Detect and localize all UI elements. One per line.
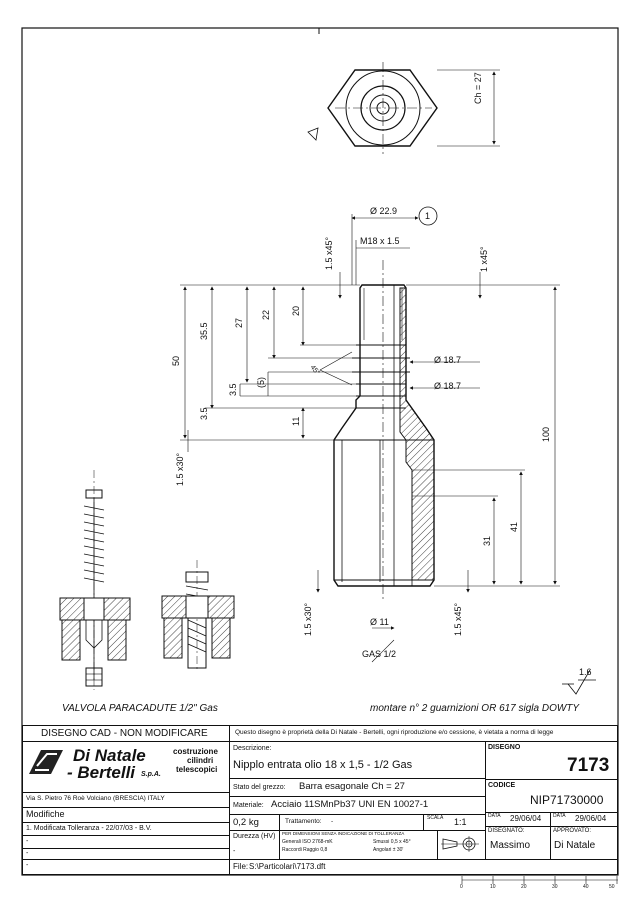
dim-20: 20 xyxy=(291,305,301,316)
ruler-label: 50 xyxy=(609,884,615,890)
dim-dia-18-7-a: Ø 18.7 xyxy=(434,355,462,365)
scale-ruler xyxy=(461,876,618,884)
ruler-label: 40 xyxy=(583,884,589,890)
item-balloon xyxy=(418,206,438,226)
nipple-section-view xyxy=(319,260,435,600)
materiale-label: Materiale: xyxy=(233,802,264,809)
dim-chamfer-bot-left: 1.5 x30° xyxy=(303,602,313,636)
durezza-value: - xyxy=(233,848,236,855)
data-value-2: 29/06/04 xyxy=(575,814,607,823)
disegno-number: 7173 xyxy=(567,755,610,776)
file-value: S:\Particolari\7173.dft xyxy=(249,862,326,871)
company-activity-2: cilindri xyxy=(187,756,214,765)
title-block: DISEGNO CAD - NON MODIFICARE Questo dise… xyxy=(22,725,618,875)
dim-100: 100 xyxy=(541,426,551,442)
stato-value: Barra esagonale Ch = 27 xyxy=(299,781,405,792)
modifica-row: - xyxy=(26,862,29,869)
valve-assembly-view xyxy=(59,470,235,690)
dimension-lines xyxy=(180,214,560,663)
data-label-2: DATA xyxy=(553,813,566,819)
dim-41: 41 xyxy=(509,521,519,532)
cad-notice: DISEGNO CAD - NON MODIFICARE xyxy=(41,728,208,739)
surface-finish-value: 1.6 xyxy=(579,667,592,677)
dim-3-5-a: 3.5 xyxy=(228,383,238,396)
modifiche-label: Modifiche xyxy=(26,809,65,819)
valve-caption: VALVOLA PARACADUTE 1/2" Gas xyxy=(62,703,218,714)
company-address: Via S. Pietro 76 Roè Volciano (BRESCIA) … xyxy=(26,795,165,802)
modifica-row: - xyxy=(26,850,29,857)
dim-dia-top: Ø 22.9 xyxy=(370,206,398,216)
company-suffix: S.p.A. xyxy=(141,771,161,778)
disegnato-label: DISEGNATO: xyxy=(488,828,525,834)
approvato-value: Di Natale xyxy=(554,840,596,851)
dim-hex-flats: Ch = 27 xyxy=(473,72,483,104)
ownership-notice: Questo disegno è proprietà della Di Nata… xyxy=(235,729,554,736)
disegnato-value: Massimo xyxy=(490,840,531,851)
dim-chamfer-bot-right: 1.5 x45° xyxy=(453,602,463,636)
materiale-value: Acciaio 11SMnPb37 UNI EN 10027-1 xyxy=(271,799,429,810)
dim-35-5: 35.5 xyxy=(199,322,209,340)
dim-22: 22 xyxy=(261,309,271,320)
balloon-label: 1 xyxy=(425,211,431,221)
scala-value: 1:1 xyxy=(454,817,467,827)
dim-chamfer-top-left: 1.5 x45° xyxy=(324,236,334,270)
projection-symbol-icon xyxy=(441,836,479,852)
modifica-row: 1. Modificata Tolleranza - 22/07/03 - B.… xyxy=(26,825,152,832)
dim-dia-11: Ø 11 xyxy=(370,617,389,627)
hex-top-view xyxy=(307,62,500,154)
disegno-label: DISEGNO xyxy=(488,744,521,751)
scala-label: SCALA xyxy=(427,815,444,821)
tolerance-smussi: Smussi 0,5 x 45° xyxy=(373,839,411,845)
trattamento-value: - xyxy=(331,818,334,825)
descrizione-value: Nipplo entrata olio 18 x 1,5 - 1/2 Gas xyxy=(233,759,413,771)
assembly-note: montare n° 2 guarnizioni OR 617 sigla DO… xyxy=(370,703,580,714)
dim-5: (5) xyxy=(256,377,266,388)
codice-value: NIP71730000 xyxy=(530,793,604,807)
dim-31: 31 xyxy=(482,535,492,546)
tolerance-general: Generali ISO 2768-mK xyxy=(282,839,333,845)
surface-finish-symbol xyxy=(562,669,596,695)
dim-chamfer-top-right: 1 x45° xyxy=(479,246,489,272)
dim-50: 50 xyxy=(171,355,181,366)
company-logo-icon xyxy=(29,750,63,774)
data-value-1: 29/06/04 xyxy=(510,814,542,823)
dim-11: 11 xyxy=(291,416,301,426)
tolerance-title: PER DIMENSIONI SENZA INDICAZIONE DI TOLL… xyxy=(282,831,405,836)
descrizione-label: Descrizione: xyxy=(233,745,272,752)
file-label: File: xyxy=(233,862,249,871)
durezza-label: Durezza (HV) xyxy=(233,833,276,840)
dim-27: 27 xyxy=(234,317,244,328)
company-name-2: - Bertelli xyxy=(67,763,136,782)
modifica-row: - xyxy=(26,838,29,845)
dim-chamfer-mid-left: 1.5 x30° xyxy=(175,452,185,486)
ruler-label: 30 xyxy=(552,884,558,890)
approvato-label: APPROVATO: xyxy=(553,828,592,834)
sheet-border xyxy=(21,27,619,876)
tolerance-angolari: Angolari ± 30' xyxy=(373,847,404,853)
peso-value: 0,2 kg xyxy=(233,817,259,828)
codice-label: CODICE xyxy=(488,782,516,789)
ruler-label: 20 xyxy=(521,884,527,890)
dim-gas: GAS 1/2 xyxy=(362,649,397,659)
company-name-1: Di Natale xyxy=(73,746,146,765)
dim-dia-18-7-b: Ø 18.7 xyxy=(434,381,462,391)
ruler-label: 10 xyxy=(490,884,496,890)
stato-label: Stato del grezzo: xyxy=(233,784,286,791)
company-activity-1: costruzione xyxy=(173,747,218,756)
company-activity-3: telescopici xyxy=(176,765,218,774)
data-label-1: DATA xyxy=(488,813,501,819)
dim-3-5-b: 3.5 xyxy=(199,407,209,420)
ruler-label: 0 xyxy=(460,884,463,890)
trattamento-label: Trattamento: xyxy=(285,818,322,825)
dim-thread: M18 x 1.5 xyxy=(360,236,400,246)
tolerance-raccordi: Raccordi Raggio 0,8 xyxy=(282,847,328,853)
